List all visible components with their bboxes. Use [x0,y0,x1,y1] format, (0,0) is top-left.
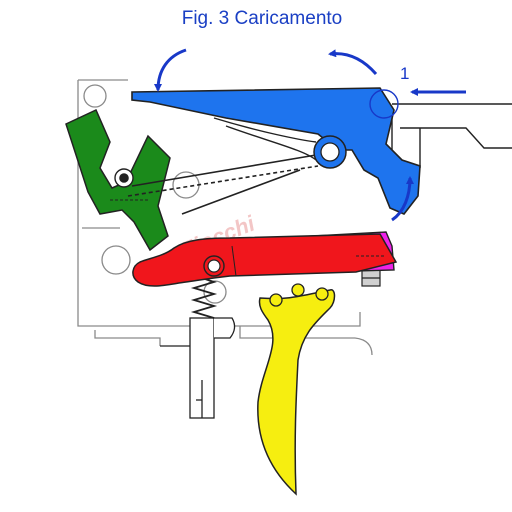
green-sear [65,108,171,252]
figure-title: Fig. 3 Caricamento [182,8,343,29]
coil-spring [190,275,218,319]
arrow-hammer-rotate-top [328,49,378,75]
red-lever [132,233,398,287]
arrow-hammer-rotate-left [154,48,187,92]
arrow-hammer-lift [391,176,414,222]
motion-arrows [154,48,466,222]
receiver-housing [77,79,373,356]
callout-number: 1 [400,64,409,83]
blue-hammer [131,87,421,215]
breech-outline [391,103,512,171]
callout-circle [369,89,399,119]
trigger [257,283,336,496]
spring-guide-rod [160,317,236,419]
connecting-link [119,153,323,215]
